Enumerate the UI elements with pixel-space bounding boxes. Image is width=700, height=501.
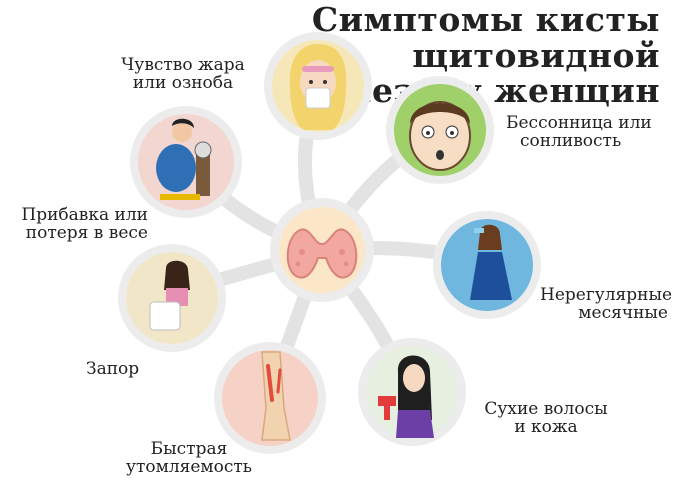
label-dry-line2: и кожа: [514, 417, 578, 437]
label-weight-line2: потеря в весе: [25, 223, 148, 243]
woman-with-tissue-icon: [289, 44, 347, 130]
label-insomnia-line1: Бессонница или: [506, 113, 652, 133]
label-irregular-line1: Нерегулярные: [540, 285, 673, 305]
woman-holding-belly-icon: [470, 224, 512, 300]
symptom-node-fatigue: [214, 342, 326, 454]
symptom-node-insomnia: [386, 76, 494, 184]
center-node: [270, 198, 374, 302]
tired-face-icon: [409, 101, 471, 171]
symptom-node-weight: [130, 106, 242, 218]
symptom-node-heat: [264, 32, 372, 140]
label-insomnia: Бессонница или сонливость: [506, 114, 676, 150]
label-insomnia-line2: сонливость: [520, 131, 622, 151]
label-irregular-line2: месячные: [578, 303, 668, 323]
label-constipation-line1: Запор: [86, 359, 140, 379]
symptom-node-irregular: [433, 211, 541, 319]
thyroid-gland-icon: [286, 228, 358, 279]
label-fatigue-line1: Быстрая: [150, 439, 228, 459]
label-heat: Чувство жара или озноба: [118, 56, 248, 92]
label-irregular: Нерегулярные месячные: [540, 285, 673, 323]
label-dry: Сухие волосы и кожа: [476, 400, 616, 436]
woman-on-toilet-icon: [149, 260, 190, 331]
label-weight-line1: Прибавка или: [21, 205, 148, 225]
symptom-node-dry: [358, 338, 466, 446]
symptom-node-constipation: [118, 244, 226, 352]
leg-pain-icon: [261, 351, 291, 441]
label-fatigue-line2: утомляемость: [125, 457, 253, 477]
label-heat-line1: Чувство жара: [121, 55, 245, 75]
label-dry-line1: Сухие волосы: [484, 399, 608, 419]
label-heat-line2: или озноба: [132, 73, 234, 93]
woman-with-hairdryer-icon: [378, 355, 434, 438]
woman-on-scale-icon: [156, 118, 212, 200]
label-constipation: Запор: [86, 360, 166, 378]
label-fatigue: Быстрая утомляемость: [124, 440, 254, 476]
label-weight: Прибавка или потеря в весе: [10, 206, 148, 242]
title-line-1: Симптомы кисты щитовидной: [311, 0, 660, 75]
